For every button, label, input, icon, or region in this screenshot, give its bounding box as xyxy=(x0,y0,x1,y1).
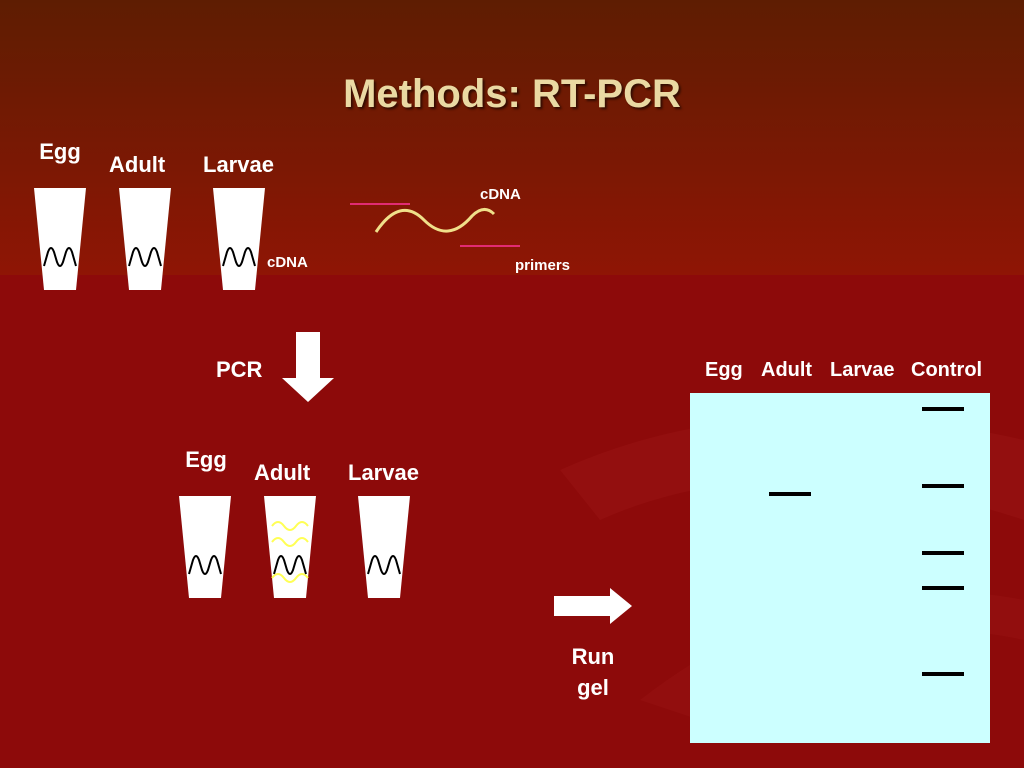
cdna-squiggle xyxy=(222,247,256,267)
top-cdna-label: cDNA xyxy=(267,254,308,271)
bottom-tube-larvae xyxy=(358,496,410,598)
cdna-squiggle xyxy=(128,247,162,267)
gel-band-adult xyxy=(769,492,811,496)
run-gel-label: Run gel xyxy=(571,644,615,700)
gel-band-control xyxy=(922,672,964,676)
top-tube-egg xyxy=(34,188,86,290)
top-tube-label-adult: Adult xyxy=(109,152,166,177)
amplicon-wave xyxy=(271,521,309,531)
gel-band-control xyxy=(922,484,964,488)
top-tube-label-egg: Egg xyxy=(39,139,81,164)
legend-cdna-label: cDNA xyxy=(480,186,521,203)
gel-box xyxy=(690,393,990,743)
gel-lane-label-egg: Egg xyxy=(705,359,743,381)
gel-lane-label-adult: Adult xyxy=(761,359,813,381)
bottom-tube-label-egg: Egg xyxy=(185,447,227,472)
bottom-tube-egg xyxy=(179,496,231,598)
gel-band-control xyxy=(922,586,964,590)
amplicon-wave xyxy=(271,537,309,547)
top-tube-label-larvae: Larvae xyxy=(203,152,274,177)
cdna-squiggle xyxy=(273,555,307,575)
bottom-tube-adult xyxy=(264,496,316,598)
cdna-squiggle xyxy=(188,555,222,575)
gel-bands xyxy=(769,407,964,676)
legend-primers-label: primers xyxy=(515,257,571,274)
bottom-tube-label-adult: Adult xyxy=(254,460,311,485)
cdna-wave xyxy=(374,208,496,233)
bottom-tube-label-larvae: Larvae xyxy=(348,460,419,485)
cdna-squiggle xyxy=(367,555,401,575)
cdna-squiggle xyxy=(43,247,77,267)
gel-band-control xyxy=(922,551,964,555)
amplicon-wave xyxy=(271,573,309,583)
top-tube-larvae xyxy=(213,188,265,290)
run-gel-arrow xyxy=(554,588,632,624)
gel-band-control xyxy=(922,407,964,411)
slide-title: Methods: RT-PCR xyxy=(343,72,681,116)
top-tube-adult xyxy=(119,188,171,290)
pcr-label: PCR xyxy=(216,357,263,382)
pcr-down-arrow xyxy=(282,332,334,402)
gel-lane-label-control: Control xyxy=(911,359,983,381)
gel-lane-label-larvae: Larvae xyxy=(830,359,895,381)
